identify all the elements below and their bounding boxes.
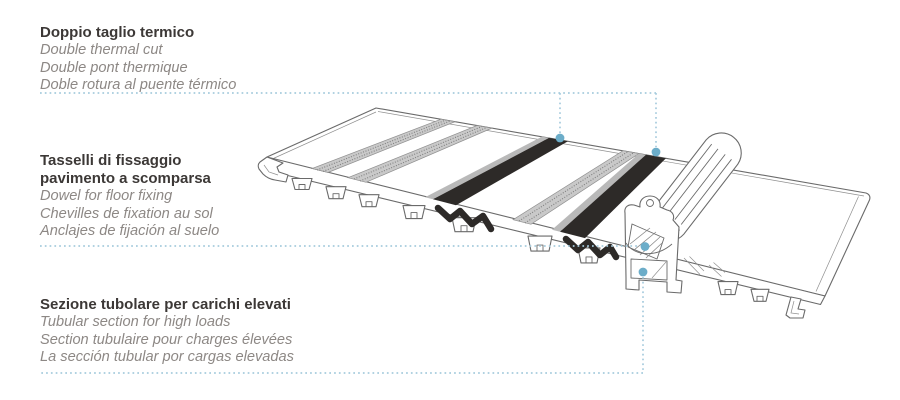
knurled-strip-1 xyxy=(310,118,457,173)
annotation-translation: Anclajes de fijación al suelo xyxy=(40,223,220,239)
thermal-break-strip-1 xyxy=(425,136,568,233)
annotation-translation: Double thermal cut xyxy=(40,42,163,58)
annotation-title-line: pavimento a scomparsa xyxy=(40,170,211,187)
annotation-title-line: Tasselli di fissaggio xyxy=(40,152,182,169)
knurled-strip-2 xyxy=(346,125,494,183)
thermal-break-gasket-2 xyxy=(562,235,620,261)
tubular-section-body xyxy=(624,195,683,294)
annotation-title-line: Sezione tubolare per carichi elevati xyxy=(40,296,291,313)
leader-line-tubular xyxy=(40,267,648,374)
left-end-hook xyxy=(257,156,289,183)
annotation-thermal-cut: Doppio taglio termico Double thermal cut… xyxy=(40,24,236,95)
thermal-break-strip-2 xyxy=(552,153,666,261)
leader-line-dowel xyxy=(40,242,650,251)
support-ribs xyxy=(683,256,726,277)
annotation-translation: Doble rotura al puente térmico xyxy=(40,77,237,93)
annotation-translation: Double pont thermique xyxy=(40,59,188,76)
right-end-foot xyxy=(785,296,806,319)
annotation-translation: Chevilles de fixation au sol xyxy=(40,205,213,222)
annotation-translation: Dowel for floor fixing xyxy=(40,188,173,204)
annotation-title-line: Doppio taglio termico xyxy=(40,24,195,41)
callout-marker-thermal-cut-1 xyxy=(555,133,565,143)
dowel-screw-channel xyxy=(625,223,673,260)
annotation-translation: Tubular section for high loads xyxy=(40,314,231,330)
annotation-tubular-section: Sezione tubolare per carichi elevati Tub… xyxy=(40,296,294,367)
deck-top-surface xyxy=(266,107,871,297)
rail-clip-bore xyxy=(646,199,654,207)
thermal-break-gasket-1 xyxy=(434,204,495,233)
annotation-floor-fixing-dowel: Tasselli di fissaggio pavimento a scompa… xyxy=(40,152,219,241)
annotation-translation: La sección tubular por cargas elevadas xyxy=(40,349,294,365)
tubular-cavity xyxy=(630,258,668,281)
callout-marker-thermal-cut-2 xyxy=(651,147,661,157)
callout-marker-dowel xyxy=(640,242,650,251)
profile-feet xyxy=(291,177,770,302)
callout-marker-tubular xyxy=(638,267,648,277)
annotation-translation: Section tubulaire pour charges élevées xyxy=(40,331,293,348)
leader-line-thermal-cut xyxy=(40,92,661,157)
